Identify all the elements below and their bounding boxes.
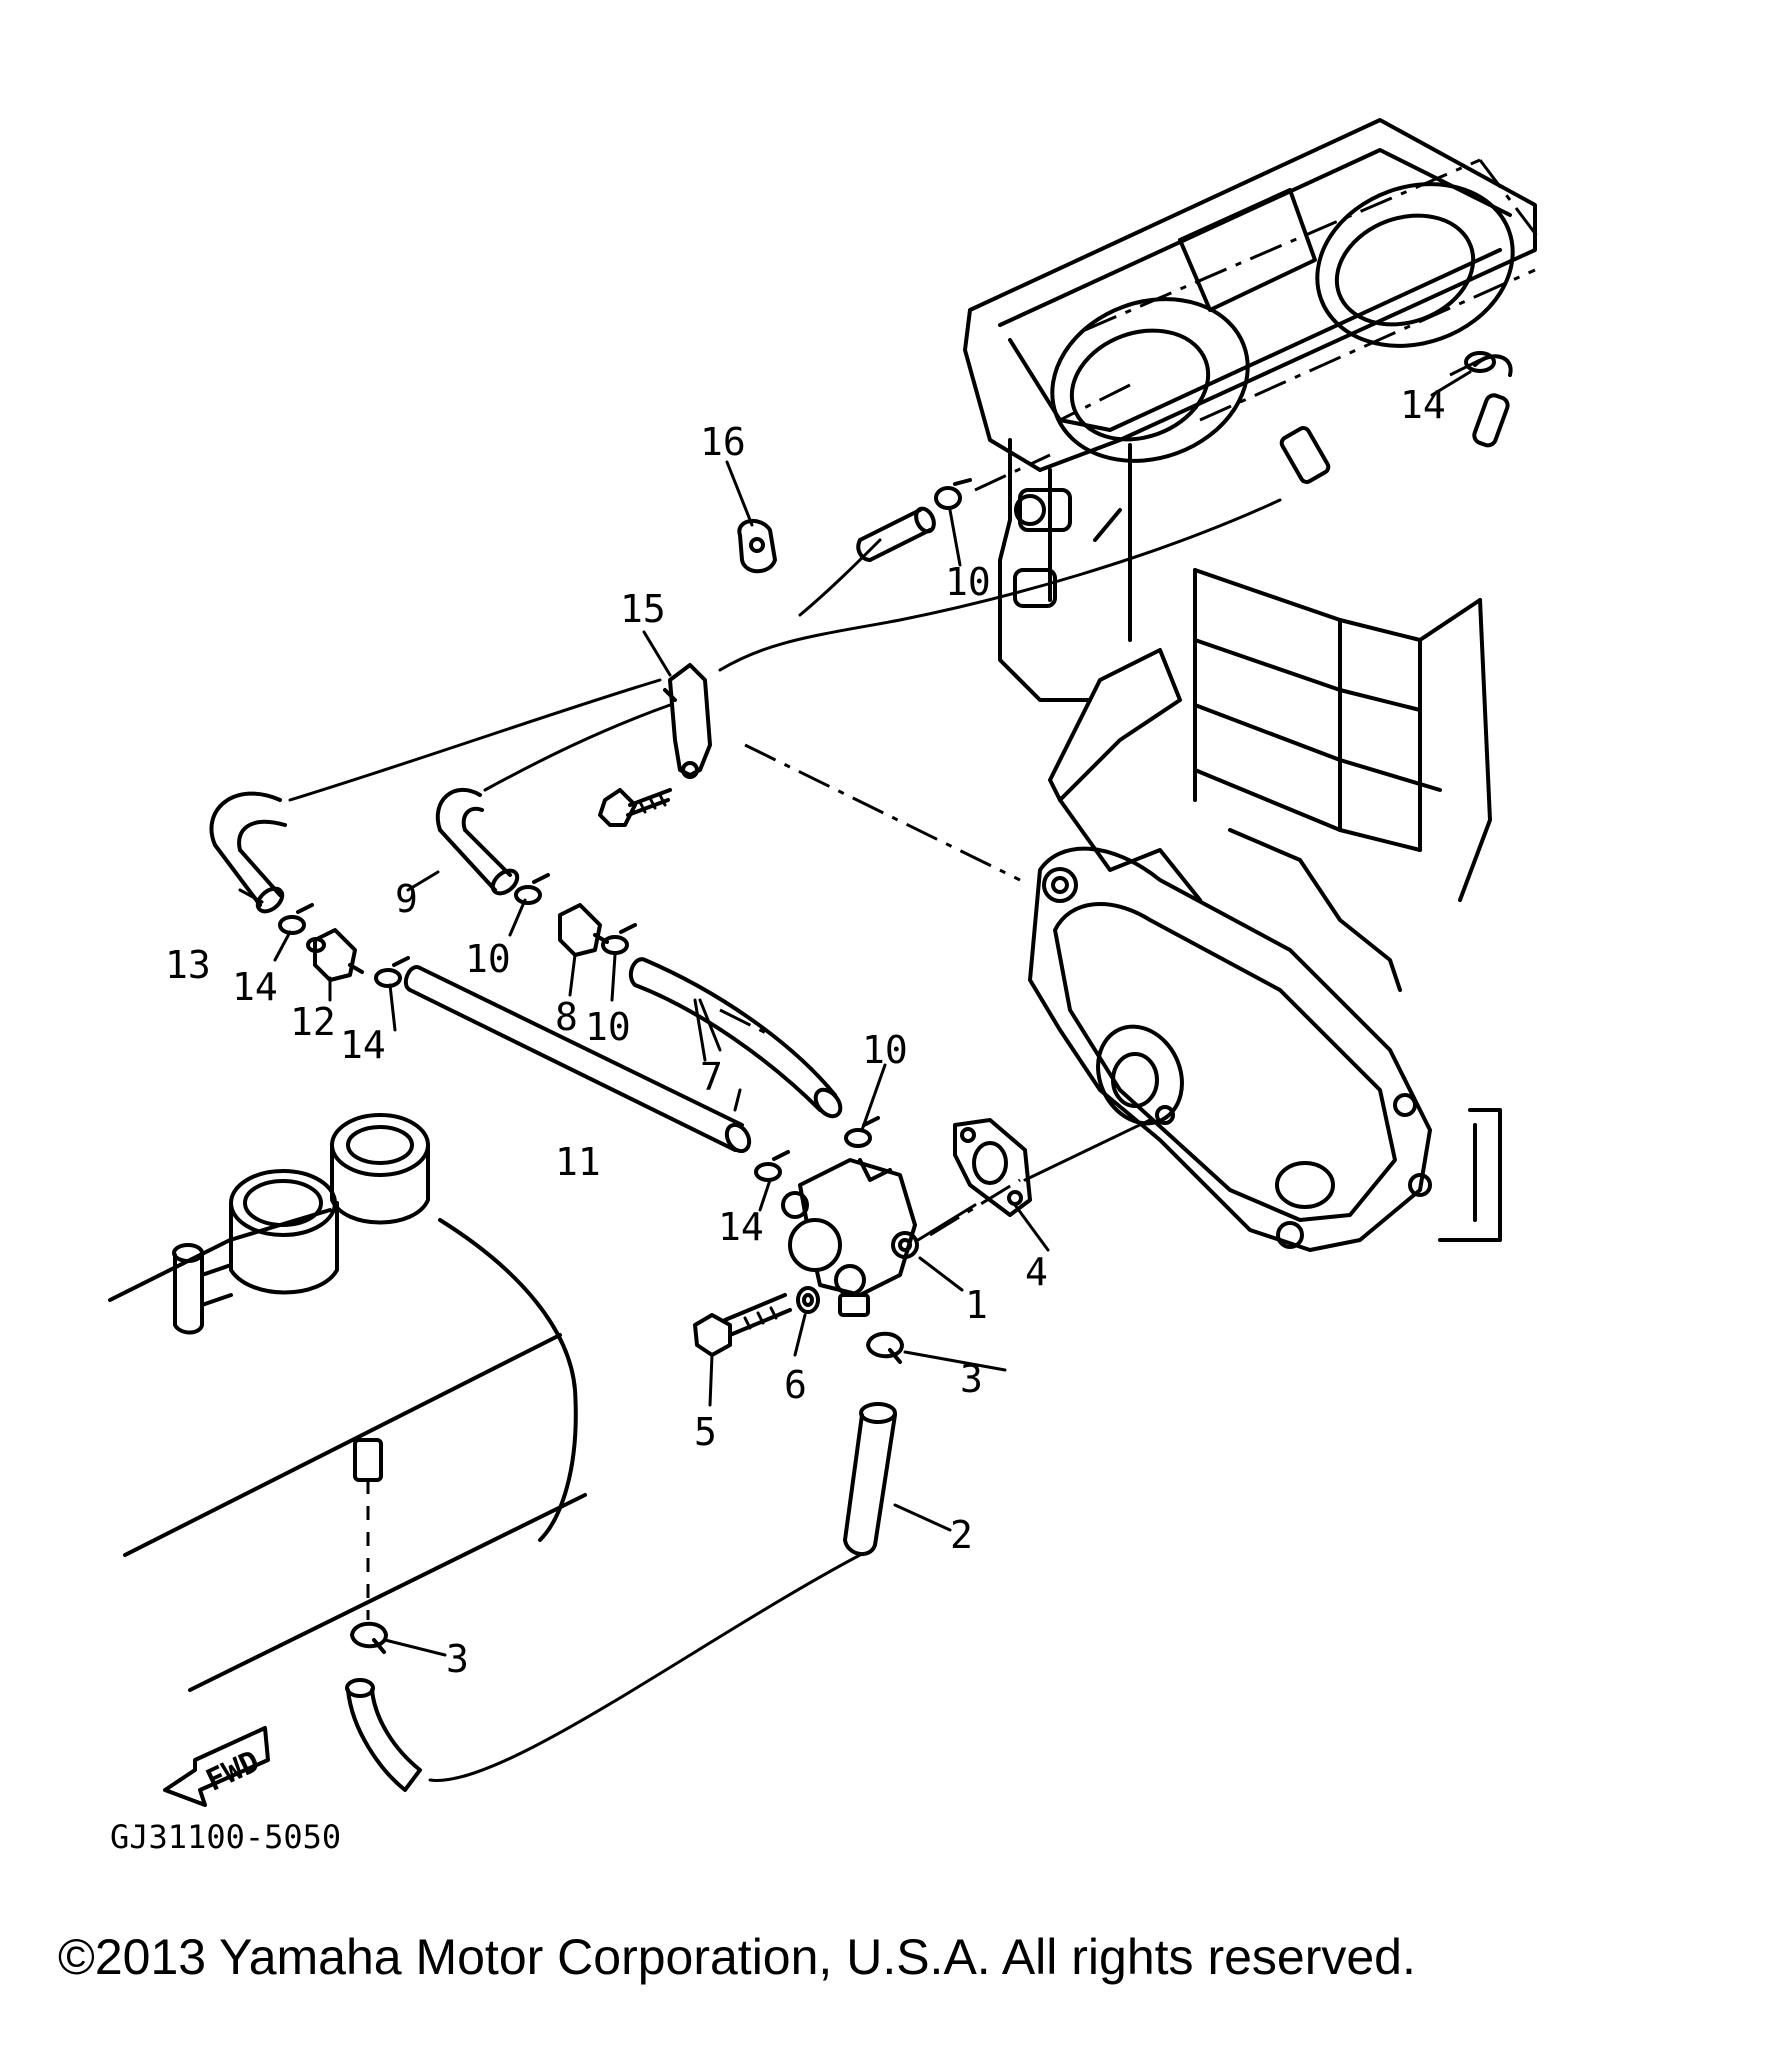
callout-16: 16 bbox=[700, 420, 746, 464]
callout-15: 15 bbox=[620, 587, 666, 631]
part-code: GJ31100-5050 bbox=[110, 1818, 341, 1856]
callout-5: 5 bbox=[694, 1410, 717, 1454]
callout-14-mid: 14 bbox=[340, 1023, 386, 1067]
callout-3-lower: 3 bbox=[446, 1637, 469, 1681]
callout-10-right: 10 bbox=[862, 1028, 908, 1072]
callout-1: 1 bbox=[965, 1283, 988, 1327]
callout-labels: 1 2 3 3 4 5 6 7 8 9 10 10 10 10 11 12 13… bbox=[110, 383, 1446, 1856]
callout-14-lower: 14 bbox=[718, 1205, 764, 1249]
routing-lines bbox=[288, 353, 1491, 1237]
callout-13: 13 bbox=[165, 943, 211, 987]
callout-14-left: 14 bbox=[232, 965, 278, 1009]
hoses bbox=[209, 506, 936, 1792]
callout-6: 6 bbox=[784, 1363, 807, 1407]
callout-9: 9 bbox=[395, 877, 418, 921]
callout-10-upper: 10 bbox=[945, 560, 991, 604]
copyright-notice: ©2013 Yamaha Motor Corporation, U.S.A. A… bbox=[58, 1929, 1416, 1985]
callout-7: 7 bbox=[700, 1055, 723, 1099]
fuel-tank bbox=[108, 1113, 587, 1692]
callout-10-mid: 10 bbox=[585, 1005, 631, 1049]
callout-8: 8 bbox=[555, 995, 578, 1039]
callout-2: 2 bbox=[950, 1513, 973, 1557]
callout-12: 12 bbox=[290, 1000, 336, 1044]
callout-11: 11 bbox=[555, 1140, 601, 1184]
engine-cover bbox=[1028, 846, 1502, 1252]
callout-4: 4 bbox=[1025, 1250, 1048, 1294]
engine-block bbox=[963, 118, 1542, 992]
callout-3-upper: 3 bbox=[960, 1357, 983, 1401]
callout-10-left: 10 bbox=[465, 937, 511, 981]
callout-14-upper: 14 bbox=[1400, 383, 1446, 427]
small-parts bbox=[163, 351, 1496, 1807]
leader-lines bbox=[238, 370, 1472, 1657]
